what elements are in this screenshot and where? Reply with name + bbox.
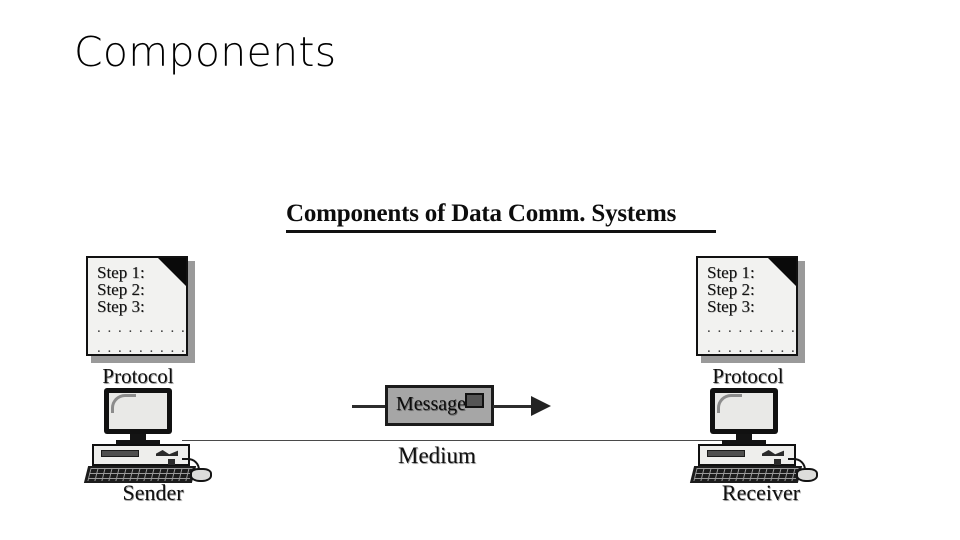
protocol-dotted-line: . . . . . . . . . . . . . <box>707 340 797 356</box>
monitor-stand-neck <box>130 434 146 440</box>
mouse-cable <box>182 458 200 472</box>
sender-label: Sender <box>122 480 184 505</box>
protocol-dotted-line: . . . . . . . . . . . . . <box>97 340 187 356</box>
disk-drive-slot <box>707 450 745 457</box>
message-outbound-line <box>493 405 533 408</box>
receiver-label: Receiver <box>721 480 801 505</box>
receiver-computer: Receiver <box>689 388 832 505</box>
diagram-heading: Components of Data Comm. Systems <box>286 200 677 227</box>
protocol-step: Step 2: <box>97 280 145 299</box>
monitor-screen <box>109 393 167 429</box>
protocol-document-right: Step 1: Step 2: Step 3: . . . . . . . . … <box>696 256 798 356</box>
monitor-screen <box>715 393 773 429</box>
mouse-cable <box>788 458 806 472</box>
protocol-step: Step 2: <box>707 280 755 299</box>
monitor-icon <box>710 388 778 434</box>
disk-drive-slot <box>101 450 139 457</box>
screen-glare <box>111 394 136 413</box>
mouse-icon <box>190 468 212 482</box>
page-title: Components <box>74 28 337 76</box>
protocol-left-steps: Step 1: Step 2: Step 3: . . . . . . . . … <box>97 263 187 356</box>
mouse-icon <box>796 468 818 482</box>
protocol-dotted-line: . . . . . . . . . . . . . <box>97 320 187 336</box>
message-chip-icon <box>465 393 484 408</box>
medium-label: Medium <box>398 443 476 468</box>
message-label: Message <box>396 393 466 415</box>
protocol-step: Step 1: <box>707 263 755 282</box>
protocol-document-left: Step 1: Step 2: Step 3: . . . . . . . . … <box>86 256 188 356</box>
page-fold-icon <box>767 258 796 287</box>
screen-glare <box>717 394 742 413</box>
case-logo-icon <box>762 450 784 456</box>
message-box: Message <box>385 385 494 426</box>
protocol-right-label: Protocol <box>712 364 784 388</box>
sender-computer: Sender <box>83 388 226 505</box>
protocol-step: Step 1: <box>97 263 145 282</box>
diagram-heading-underline <box>286 230 716 233</box>
message-group: Message <box>352 385 572 430</box>
message-inbound-line <box>352 405 386 408</box>
protocol-right-steps: Step 1: Step 2: Step 3: . . . . . . . . … <box>707 263 797 356</box>
protocol-dotted-line: . . . . . . . . . . . . . <box>707 320 797 336</box>
monitor-stand-neck <box>736 434 752 440</box>
protocol-step: Step 3: <box>97 297 145 316</box>
protocol-left-label: Protocol <box>102 364 174 388</box>
protocol-step: Step 3: <box>707 297 755 316</box>
monitor-stand-base <box>722 440 766 444</box>
power-button-icon <box>168 459 175 465</box>
computer-case-icon <box>698 444 796 466</box>
page-fold-icon <box>157 258 186 287</box>
medium-connection-line <box>182 440 722 441</box>
monitor-icon <box>104 388 172 434</box>
monitor-stand-base <box>116 440 160 444</box>
arrow-right-icon <box>531 396 551 416</box>
case-logo-icon <box>156 450 178 456</box>
power-button-icon <box>774 459 781 465</box>
computer-case-icon <box>92 444 190 466</box>
